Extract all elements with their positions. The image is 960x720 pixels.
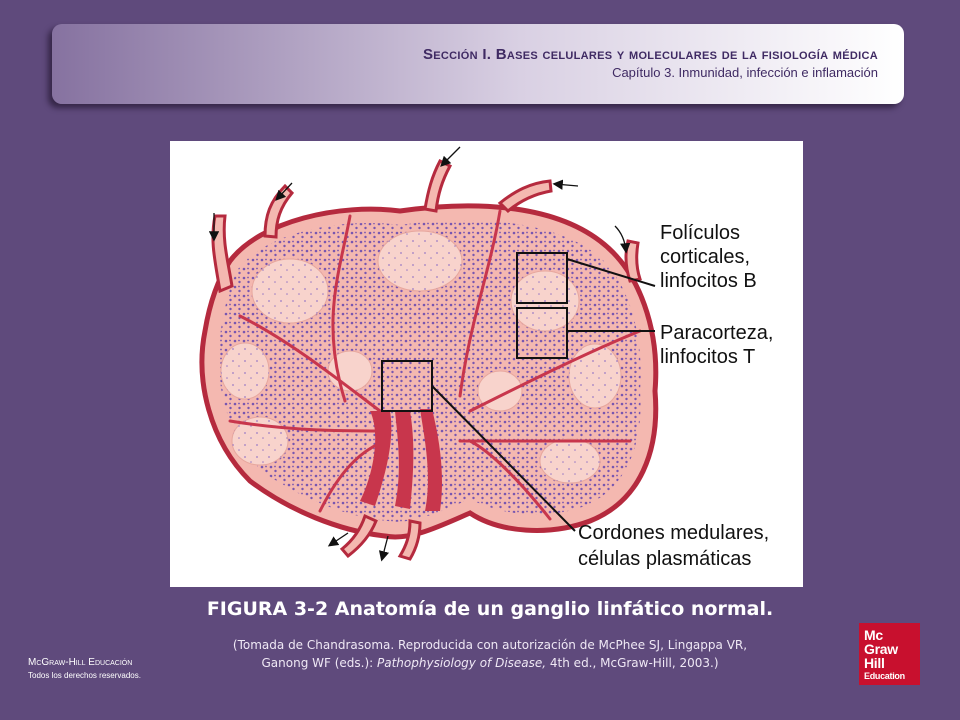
label-paracortex-2: linfocitos T	[660, 346, 755, 368]
lymph-node-illustration: Folículos corticales, linfocitos B Parac…	[199, 146, 773, 570]
label-follicles-3: linfocitos B	[660, 270, 757, 292]
header-text: Sección I. Bases celulares y moleculares…	[423, 46, 878, 80]
caption-source-part1: (Tomada de Chandrasoma. Reproducida con …	[232, 638, 748, 652]
caption-source-italic: Pathophysiology of Disease,	[377, 656, 547, 670]
label-medulla-2: células plasmáticas	[578, 548, 751, 570]
paracortex-box	[516, 307, 568, 359]
header-band: Sección I. Bases celulares y moleculares…	[52, 24, 904, 104]
logo-line-2: Graw	[864, 641, 898, 657]
chapter-title: Capítulo 3. Inmunidad, infección e infla…	[612, 65, 878, 80]
caption-source-part2: Ganong WF (eds.):	[261, 656, 377, 670]
publisher-footer: McGraw-Hill Educación Todos los derechos…	[28, 657, 141, 680]
label-follicles-2: corticales,	[660, 246, 750, 268]
label-medulla-1: Cordones medulares,	[578, 522, 769, 544]
figure-caption-source: (Tomada de Chandrasoma. Reproducida con …	[180, 636, 800, 672]
follicle-box	[516, 252, 568, 304]
logo-line-4: Education	[864, 671, 905, 681]
section-title: Sección I. Bases celulares y moleculares…	[422, 46, 878, 63]
caption-source-part3: 4th ed., McGraw-Hill, 2003.)	[546, 656, 719, 670]
figure-lymph-node: Folículos corticales, linfocitos B Parac…	[170, 141, 803, 587]
label-follicles-1: Folículos	[660, 222, 740, 244]
label-paracortex-1: Paracorteza,	[660, 322, 773, 344]
logo-line-1: Mc	[864, 627, 883, 643]
publisher-name: McGraw-Hill Educación	[28, 657, 133, 668]
figure-caption-title: FIGURA 3-2 Anatomía de un ganglio linfát…	[206, 598, 774, 620]
rights-notice: Todos los derechos reservados.	[28, 671, 141, 680]
logo-line-3: Hill	[864, 655, 885, 671]
mcgraw-hill-logo: Mc Graw Hill Education	[859, 623, 920, 685]
